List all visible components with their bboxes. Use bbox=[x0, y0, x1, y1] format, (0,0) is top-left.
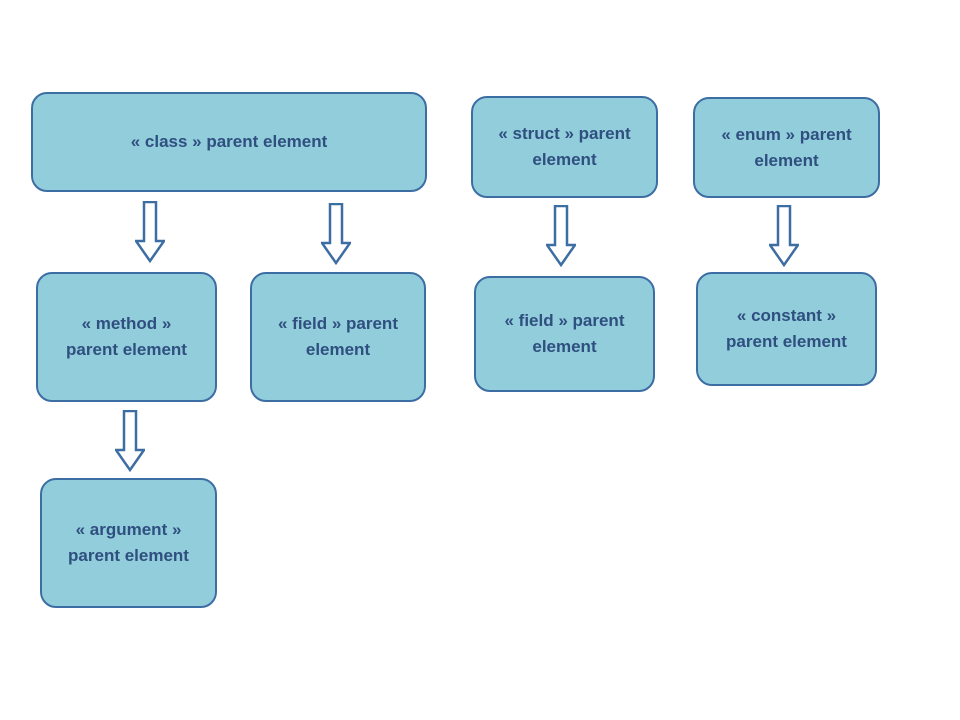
class-node: « class » parent element bbox=[31, 92, 427, 192]
struct-node: « struct » parent element bbox=[471, 96, 658, 198]
enum-node: « enum » parent element bbox=[693, 97, 880, 198]
enum-node-label: « enum » parent element bbox=[721, 124, 852, 170]
arrow-class-to-method bbox=[135, 201, 165, 263]
class-node-label: « class » parent element bbox=[130, 132, 328, 151]
argument-node-label: « argument » parent element bbox=[68, 520, 189, 565]
arrow-struct-to-field bbox=[546, 205, 576, 267]
struct-field-node: « field » parent element bbox=[474, 276, 655, 392]
struct-node-label: « struct » parent element bbox=[498, 124, 631, 169]
arrow-enum-to-constant bbox=[769, 205, 799, 267]
class-field-node: « field » parent element bbox=[250, 272, 426, 402]
arrow-class-to-field bbox=[321, 203, 351, 265]
method-node: « method » parent element bbox=[36, 272, 217, 402]
struct-field-node-label: « field » parent element bbox=[504, 311, 625, 356]
constant-node-label: « constant » parent element bbox=[726, 306, 847, 351]
class-field-node-label: « field » parent element bbox=[278, 314, 398, 359]
arrow-method-to-argument bbox=[115, 410, 145, 472]
method-node-label: « method » parent element bbox=[66, 314, 187, 359]
argument-node: « argument » parent element bbox=[40, 478, 217, 608]
constant-node: « constant » parent element bbox=[696, 272, 877, 386]
